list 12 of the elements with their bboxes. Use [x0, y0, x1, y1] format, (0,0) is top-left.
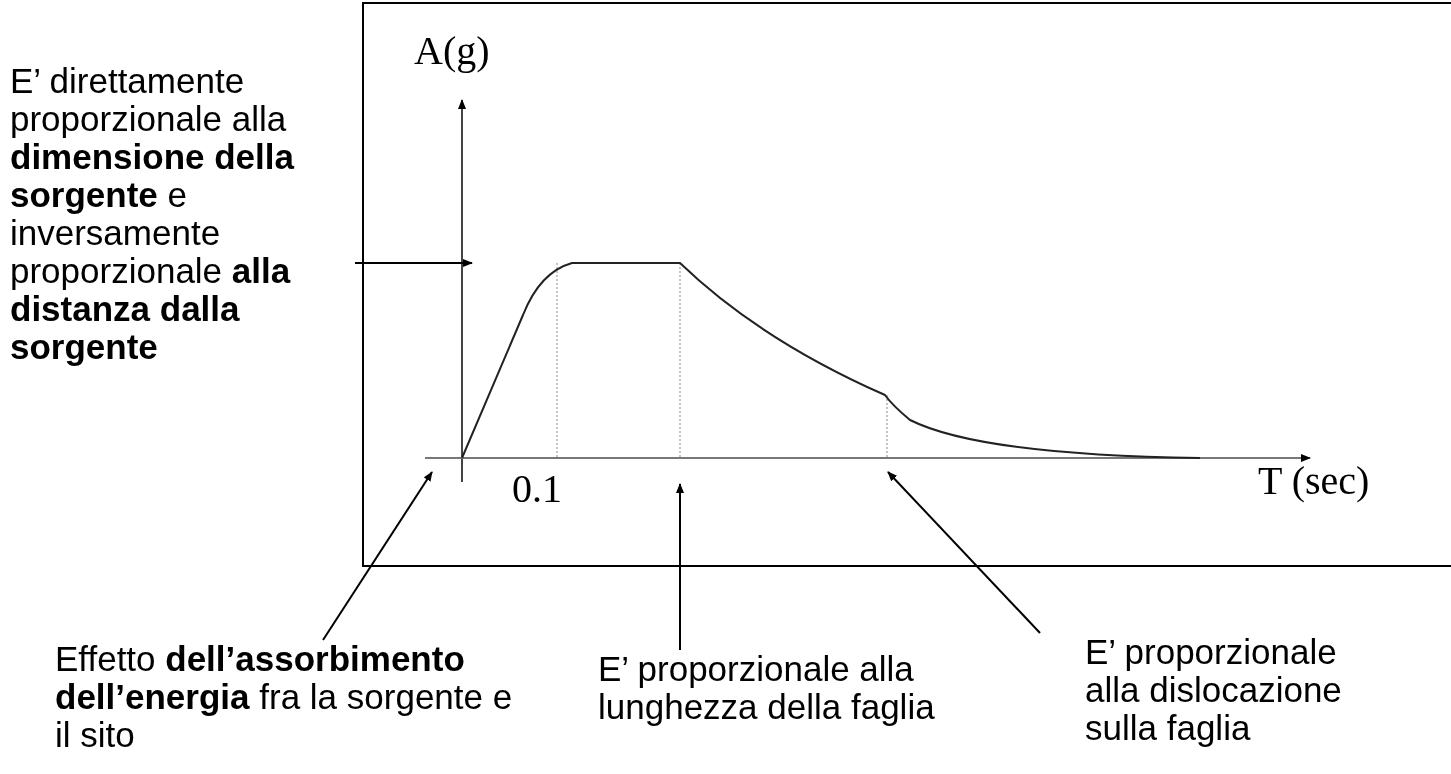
- annotation-text: E’ proporzionale alla lunghezza della faglia: [598, 650, 936, 726]
- annotation-text: E’ direttamente proporzionale alla dimensione della sorgente e inversamente proporzionale alla distanza dalla sorgente: [10, 62, 296, 366]
- leader-arrow: [322, 471, 433, 641]
- leader-arrow: [354, 259, 473, 267]
- annotation-text: E’ proporzionale alla dislocazione sulla faglia: [1085, 633, 1343, 747]
- spectrum-curve: [461, 262, 1201, 459]
- leader-arrow: [887, 471, 1041, 634]
- axis-title: A(g): [414, 28, 490, 74]
- annotation-text: Effetto dell’assorbimento dell’energia fra la sorgente e il sito: [55, 640, 514, 754]
- axis-title: T (sec): [1258, 458, 1370, 504]
- tick-label: 0.1: [512, 466, 562, 512]
- leader-arrow: [676, 483, 684, 651]
